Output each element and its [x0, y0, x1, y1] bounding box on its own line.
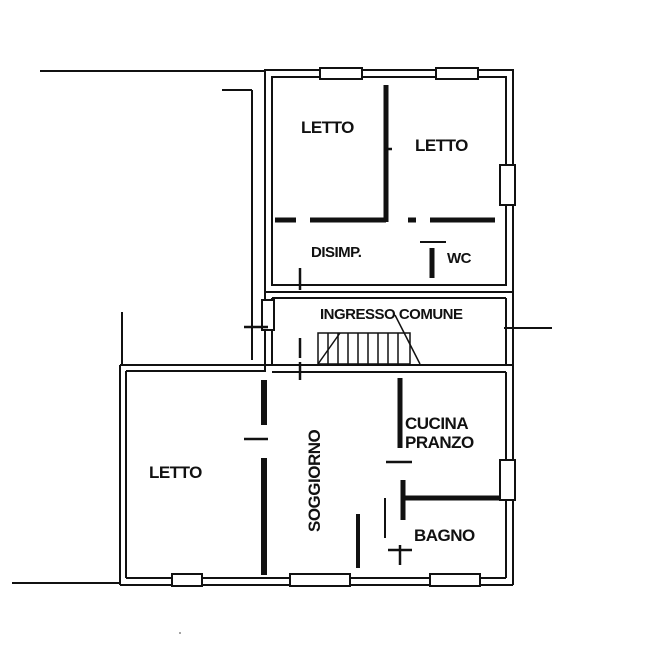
room-label-letto-top-left: LETTO — [301, 118, 354, 137]
corridor-walls — [264, 292, 514, 372]
room-label-ingresso-comune: INGRESSO COMUNE — [320, 306, 463, 323]
upper-block-walls — [264, 69, 514, 293]
door-marks — [244, 147, 412, 565]
site-lines — [12, 70, 552, 584]
staircase — [317, 314, 421, 365]
room-label-letto-bottom: LETTO — [149, 463, 202, 482]
stray-dot — [179, 632, 181, 634]
room-label-disimp: DISIMP. — [311, 244, 362, 261]
room-label-wc: WC — [447, 250, 472, 267]
room-label-bagno: BAGNO — [414, 526, 475, 545]
room-label-soggiorno: SOGGIORNO — [305, 429, 324, 532]
room-label-letto-top-right: LETTO — [415, 136, 468, 155]
room-label-cucina: CUCINA — [405, 414, 468, 433]
room-label-pranzo: PRANZO — [405, 433, 474, 452]
interior-walls — [261, 85, 506, 575]
windows — [171, 67, 516, 587]
